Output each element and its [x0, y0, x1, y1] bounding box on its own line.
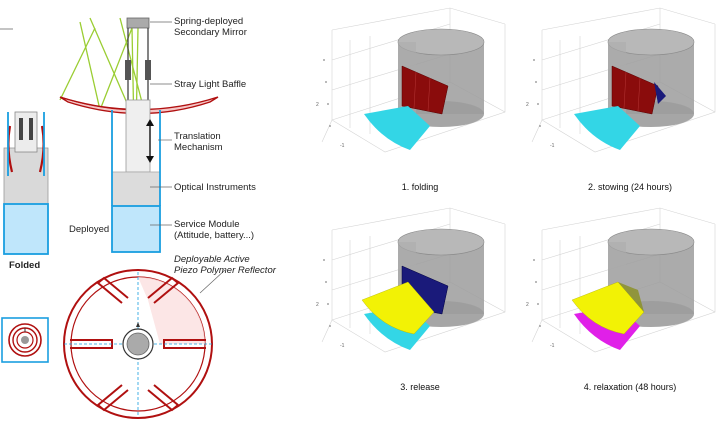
lifted-sheet [571, 281, 645, 335]
panel-release: 2 -1 3. release [316, 207, 506, 392]
svg-text:-1: -1 [550, 343, 555, 349]
svg-text:2: 2 [526, 102, 529, 108]
telescope-diagram: Folded [0, 16, 277, 419]
service-label-1: Service Module [174, 219, 239, 230]
lifted-sheet [361, 281, 435, 335]
base-sheet [364, 106, 430, 150]
panel-relaxation: 2 -1 4. relaxation (48 hours) [526, 207, 716, 392]
panel-caption: 1. folding [402, 182, 439, 192]
simulation-panels: 2 -1 1. folding 2 -1 2. stowing (24 hours) 2 -1… [316, 7, 716, 392]
stowed-tip [654, 82, 666, 104]
reflector-label-2: Piezo Polymer Reflector [174, 265, 277, 276]
mirror-label-2: Secondary Mirror [174, 27, 247, 38]
reflector-top-view [63, 269, 213, 419]
panel-stowing: 2 -1 2. stowing (24 hours) [526, 7, 716, 192]
optical-label: Optical Instruments [174, 182, 256, 193]
panel-caption: 2. stowing (24 hours) [588, 182, 672, 192]
reflector-label-1: Deployable Active [174, 254, 250, 265]
folded-top-view [1, 317, 49, 363]
panel-folding: 2 -1 1. folding [316, 7, 506, 192]
overlap-region [618, 282, 644, 312]
svg-text:2: 2 [316, 102, 319, 108]
wrapped-sheet [401, 65, 449, 115]
base-sheet [574, 106, 640, 150]
svg-text:-1: -1 [340, 343, 345, 349]
mirror-label-1: Spring-deployed [174, 16, 243, 27]
translation-label-2: Mechanism [174, 142, 223, 153]
leader-lines [150, 21, 226, 294]
wrapped-sheet [611, 65, 659, 115]
folded-spacecraft [3, 111, 49, 255]
svg-text:2: 2 [526, 302, 529, 308]
deployed-spacecraft [59, 17, 219, 253]
svg-text:-1: -1 [340, 143, 345, 149]
panel-caption: 3. release [400, 382, 440, 392]
panel-caption: 4. relaxation (48 hours) [584, 382, 677, 392]
translation-label-1: Translation [174, 131, 221, 142]
svg-text:-1: -1 [550, 143, 555, 149]
folded-label: Folded [9, 260, 40, 271]
service-label-2: (Attitude, battery...) [174, 230, 254, 241]
baffle-label: Stray Light Baffle [174, 79, 246, 90]
deployed-label: Deployed [69, 224, 109, 235]
svg-text:2: 2 [316, 302, 319, 308]
